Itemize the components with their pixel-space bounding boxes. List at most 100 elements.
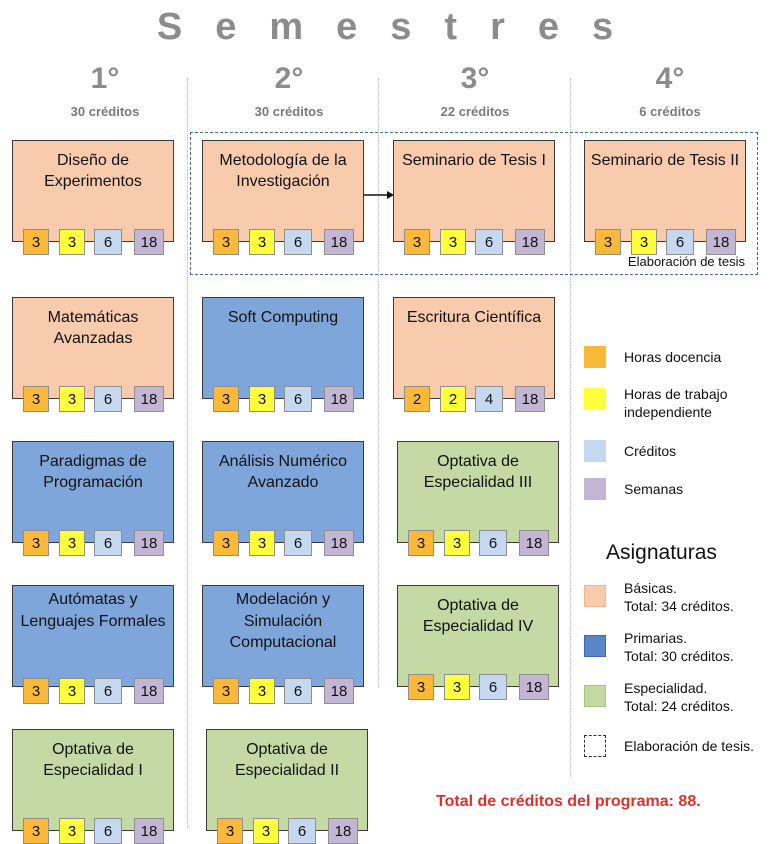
semester-number: 3°	[460, 62, 490, 95]
teaching-hours-chip: 3	[408, 530, 434, 556]
independent-hours-chip: 3	[59, 530, 85, 556]
independent-hours-chip: 3	[249, 678, 275, 704]
arrow-icon	[364, 191, 394, 199]
course-name: Paradigmas de Programación	[39, 453, 147, 491]
course-name: Optativa de Especialidad II	[234, 741, 340, 779]
independent-hours-chip: 3	[59, 386, 85, 412]
teaching-hours-chip: 3	[23, 530, 49, 556]
semester-header-1: 1° 30 créditos	[20, 62, 190, 119]
course-name: Soft Computing	[227, 309, 339, 326]
credits-chip: 6	[94, 386, 122, 412]
course-card-automatas-lenguajes[interactable]: Autómatas y Lenguajes Formales 3 3 6 18	[12, 585, 174, 704]
course-name: Optativa de Especialidad III	[423, 453, 533, 491]
independent-hours-chip: 3	[59, 678, 85, 704]
thesis-region: Elaboración de tesis	[190, 132, 758, 275]
legend-type-label: Primarias.	[624, 630, 688, 646]
weeks-chip: 18	[328, 818, 358, 844]
course-card-paradigmas-programacion[interactable]: Paradigmas de Programación 3 3 6 18	[12, 441, 174, 556]
course-name: Autómatas y Lenguajes Formales	[20, 591, 166, 630]
credits-chip: 6	[284, 678, 312, 704]
course-card-modelacion-simulacion[interactable]: Modelación y Simulación Computacional 3 …	[202, 585, 364, 704]
course-name: Seminario de Tesis II	[590, 152, 740, 169]
weeks-chip: 18	[519, 530, 549, 556]
weeks-chip: 18	[134, 678, 164, 704]
course-name: Seminario de Tesis I	[402, 152, 546, 169]
weeks-chip: 18	[515, 229, 545, 255]
weeks-chip: 18	[134, 386, 164, 412]
column-separator	[187, 78, 188, 828]
course-card-soft-computing[interactable]: Soft Computing 3 3 6 18	[202, 297, 364, 412]
weeks-chip: 18	[706, 229, 736, 255]
credits-chip: 6	[284, 229, 312, 255]
credits-chip: 6	[94, 229, 122, 255]
semester-credits: 6 créditos	[639, 104, 701, 119]
course-name: Modelación y Simulación Computacional	[229, 591, 337, 651]
weeks-chip: 18	[324, 530, 354, 556]
legend-label: Especialidad. Total: 24 créditos.	[624, 679, 764, 715]
weeks-chip: 18	[519, 674, 549, 700]
legend-type-label: Especialidad.	[624, 680, 708, 696]
teaching-hours-chip: 3	[213, 386, 239, 412]
legend-label: Elaboración de tesis.	[624, 738, 754, 754]
credits-chip: 6	[288, 818, 316, 844]
column-separator	[570, 78, 571, 778]
teaching-hours-chip: 3	[23, 678, 49, 704]
independent-hours-chip: 3	[253, 818, 279, 844]
legend-label: Créditos	[624, 443, 677, 459]
course-card-optativa-3[interactable]: Optativa de Especialidad III 3 3 6 18	[397, 441, 559, 556]
course-name: Metodología de la Investigación	[219, 152, 347, 190]
course-name: Optativa de Especialidad IV	[422, 597, 534, 635]
independent-hours-chip: 3	[249, 229, 275, 255]
course-card-seminario-tesis-2[interactable]: Seminario de Tesis II 3 3 6 18	[584, 140, 746, 255]
legend-type-total: Total: 24 créditos.	[624, 698, 734, 714]
course-name: Matemáticas Avanzadas	[47, 309, 139, 347]
course-card-metodologia[interactable]: Metodología de la Investigación 3 3 6 18	[202, 140, 364, 255]
course-card-optativa-1[interactable]: Optativa de Especialidad I 3 3 6 18	[12, 729, 174, 844]
teaching-hours-chip: 3	[213, 229, 239, 255]
legend-label: Horas docencia	[624, 349, 722, 365]
semester-credits: 30 créditos	[254, 104, 324, 119]
legend-swatch	[584, 685, 606, 707]
course-card-optativa-4[interactable]: Optativa de Especialidad IV 3 3 6 18	[397, 585, 559, 700]
course-card-diseno-experimentos[interactable]: Diseño de Experimentos 3 3 6 18	[12, 140, 174, 255]
legend-type-total: Total: 30 créditos.	[624, 648, 734, 664]
weeks-chip: 18	[134, 818, 164, 844]
teaching-hours-chip: 3	[23, 386, 49, 412]
asignaturas-title: Asignaturas	[606, 541, 717, 564]
course-card-analisis-numerico[interactable]: Análisis Numérico Avanzado 3 3 6 18	[202, 441, 364, 556]
legend-swatch	[584, 346, 606, 368]
course-card-optativa-2[interactable]: Optativa de Especialidad II 3 3 6 18	[206, 729, 368, 844]
semester-credits: 22 créditos	[440, 104, 510, 119]
weeks-chip: 18	[324, 678, 354, 704]
legend-swatch	[584, 585, 606, 607]
credits-chip: 6	[94, 530, 122, 556]
legend-type-label: Básicas.	[624, 580, 677, 596]
course-name: Optativa de Especialidad I	[43, 741, 143, 779]
credits-chip: 6	[94, 818, 122, 844]
teaching-hours-chip: 3	[23, 229, 49, 255]
course-card-matematicas-avanzadas[interactable]: Matemáticas Avanzadas 3 3 6 18	[12, 297, 174, 412]
legend-swatch	[584, 440, 606, 462]
legend-swatch	[584, 478, 606, 500]
course-card-escritura-cientifica[interactable]: Escritura Científica 2 2 4 18	[393, 297, 555, 412]
semester-credits: 30 créditos	[70, 104, 140, 119]
diagram-title: Semestres	[156, 6, 647, 48]
independent-hours-chip: 3	[249, 386, 275, 412]
independent-hours-chip: 3	[631, 229, 657, 255]
credits-chip: 4	[475, 386, 503, 412]
semester-number: 4°	[655, 62, 685, 95]
independent-hours-chip: 3	[249, 530, 275, 556]
semester-header-2: 2° 30 créditos	[204, 62, 374, 119]
program-total-credits: Total de créditos del programa: 88.	[436, 793, 701, 810]
independent-hours-chip: 3	[444, 530, 470, 556]
thesis-label: Elaboración de tesis	[627, 254, 745, 269]
credits-chip: 6	[479, 530, 507, 556]
credits-chip: 6	[284, 386, 312, 412]
credits-chip: 6	[479, 674, 507, 700]
legend-label: Primarias. Total: 30 créditos.	[624, 629, 764, 665]
legend-swatch	[584, 735, 606, 757]
teaching-hours-chip: 3	[23, 818, 49, 844]
course-card-seminario-tesis-1[interactable]: Seminario de Tesis I 3 3 6 18	[393, 140, 555, 255]
weeks-chip: 18	[134, 530, 164, 556]
teaching-hours-chip: 2	[404, 386, 430, 412]
